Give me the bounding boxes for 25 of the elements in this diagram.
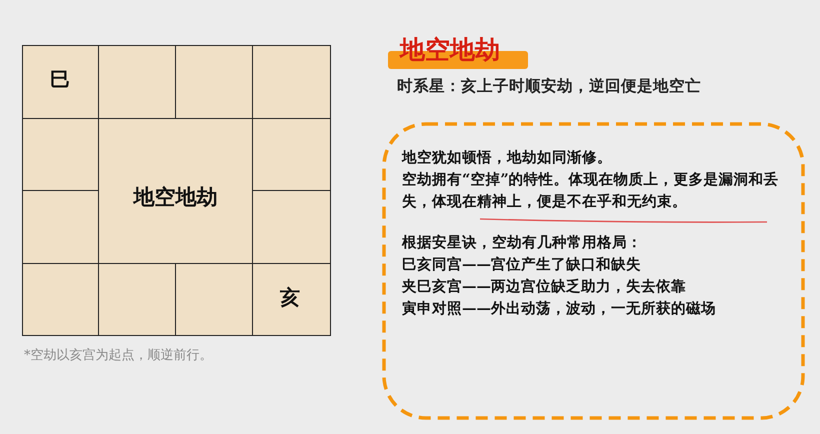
palace-cell [252,190,331,264]
palace-cell [22,263,99,336]
palace-cell [252,45,331,119]
palace-cell [98,45,176,119]
palace-cell [22,190,99,264]
center-panel [98,118,253,264]
footnote: *空劫以亥宫为起点，顺逆前行。 [24,347,212,364]
note-text: 空劫拥有“空掉”的特性。体现在物质上，更多是漏洞和丢失，体现在精神上，便是不在乎和无约束。 [402,170,780,212]
palace-cell [98,263,176,336]
dashed-note-box [382,122,805,420]
palace-cell [175,45,253,119]
note-text: 地空犹如顿悟，地劫如同渐修。 [402,148,613,168]
note-text: 巳亥同宫——宫位产生了缺口和缺失 [402,255,642,275]
subtitle: 时系星：亥上子时顺安劫，逆回便是地空亡 [397,76,701,97]
note-text: 夹巳亥宫——两边宫位缺乏助力，失去依靠 [402,277,687,297]
palace-name: 亥 [280,284,300,311]
palace-cell [252,263,331,336]
palace-cell [175,263,253,336]
note-text: 根据安星诀，空劫有几种常用格局： [402,233,643,253]
palace-cell [22,118,99,191]
note-text: 寅申对照——外出动荡，波动，一无所获的磁场 [402,299,717,319]
palace-name: 巳 [50,66,70,93]
palace-cell [252,118,331,191]
palace-cell [22,45,99,119]
center-title: 地空地劫 [132,183,218,211]
